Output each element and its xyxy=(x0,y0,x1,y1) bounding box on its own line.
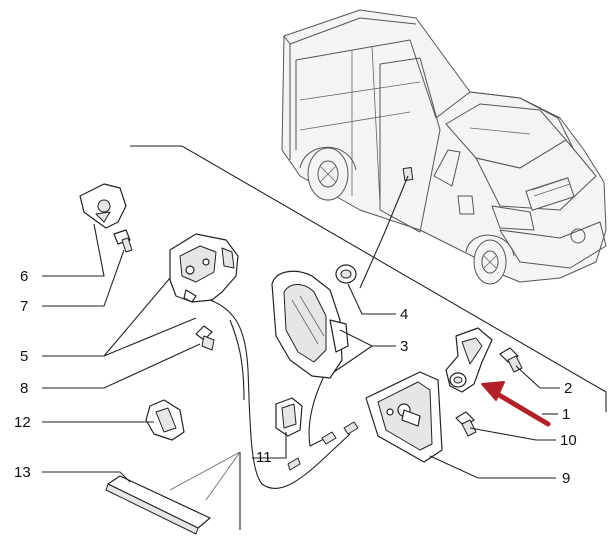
frame-line-bottom-diag xyxy=(169,451,241,501)
van-illustration xyxy=(281,9,607,285)
callout-5: 5 xyxy=(20,348,28,365)
cable-end-2 xyxy=(343,421,359,435)
callout-labels: 6 7 5 8 12 13 11 3 4 9 2 1 10 xyxy=(14,268,577,487)
part-10-screw xyxy=(455,411,477,437)
callout-9: 9 xyxy=(562,470,570,487)
cable-long xyxy=(209,299,351,489)
van-handle-leader xyxy=(359,175,409,289)
part-5-lock-mechanism xyxy=(169,233,239,303)
frame-line-top xyxy=(130,145,607,412)
callout-12: 12 xyxy=(14,414,31,431)
part-8-screw xyxy=(195,325,215,351)
callout-3: 3 xyxy=(400,338,408,355)
part-9-striker-plate xyxy=(365,371,443,463)
callout-11: 11 xyxy=(256,449,272,466)
callout-6: 6 xyxy=(20,268,28,285)
callout-4: 4 xyxy=(400,306,408,323)
callout-7: 7 xyxy=(20,298,28,315)
highlight-arrow-icon xyxy=(481,381,551,427)
part-7-screw xyxy=(113,229,133,253)
cable-end-1 xyxy=(321,431,337,445)
part-11-cover xyxy=(275,397,303,437)
part-13-seal-strip xyxy=(105,475,211,535)
cable-clip xyxy=(287,457,301,471)
callout-10: 10 xyxy=(560,432,577,449)
cable-handle xyxy=(308,371,331,447)
callout-1: 1 xyxy=(562,406,570,423)
leader-lines xyxy=(42,223,560,483)
cable-inner xyxy=(229,319,245,401)
callout-13: 13 xyxy=(14,464,31,481)
part-1-lever xyxy=(445,327,493,393)
part-12-clip xyxy=(145,399,185,441)
callout-2: 2 xyxy=(564,380,572,397)
part-6-bracket xyxy=(79,183,127,229)
callout-8: 8 xyxy=(20,380,28,397)
part-3-outer-handle xyxy=(271,270,349,379)
part-4-grommet xyxy=(335,264,357,284)
